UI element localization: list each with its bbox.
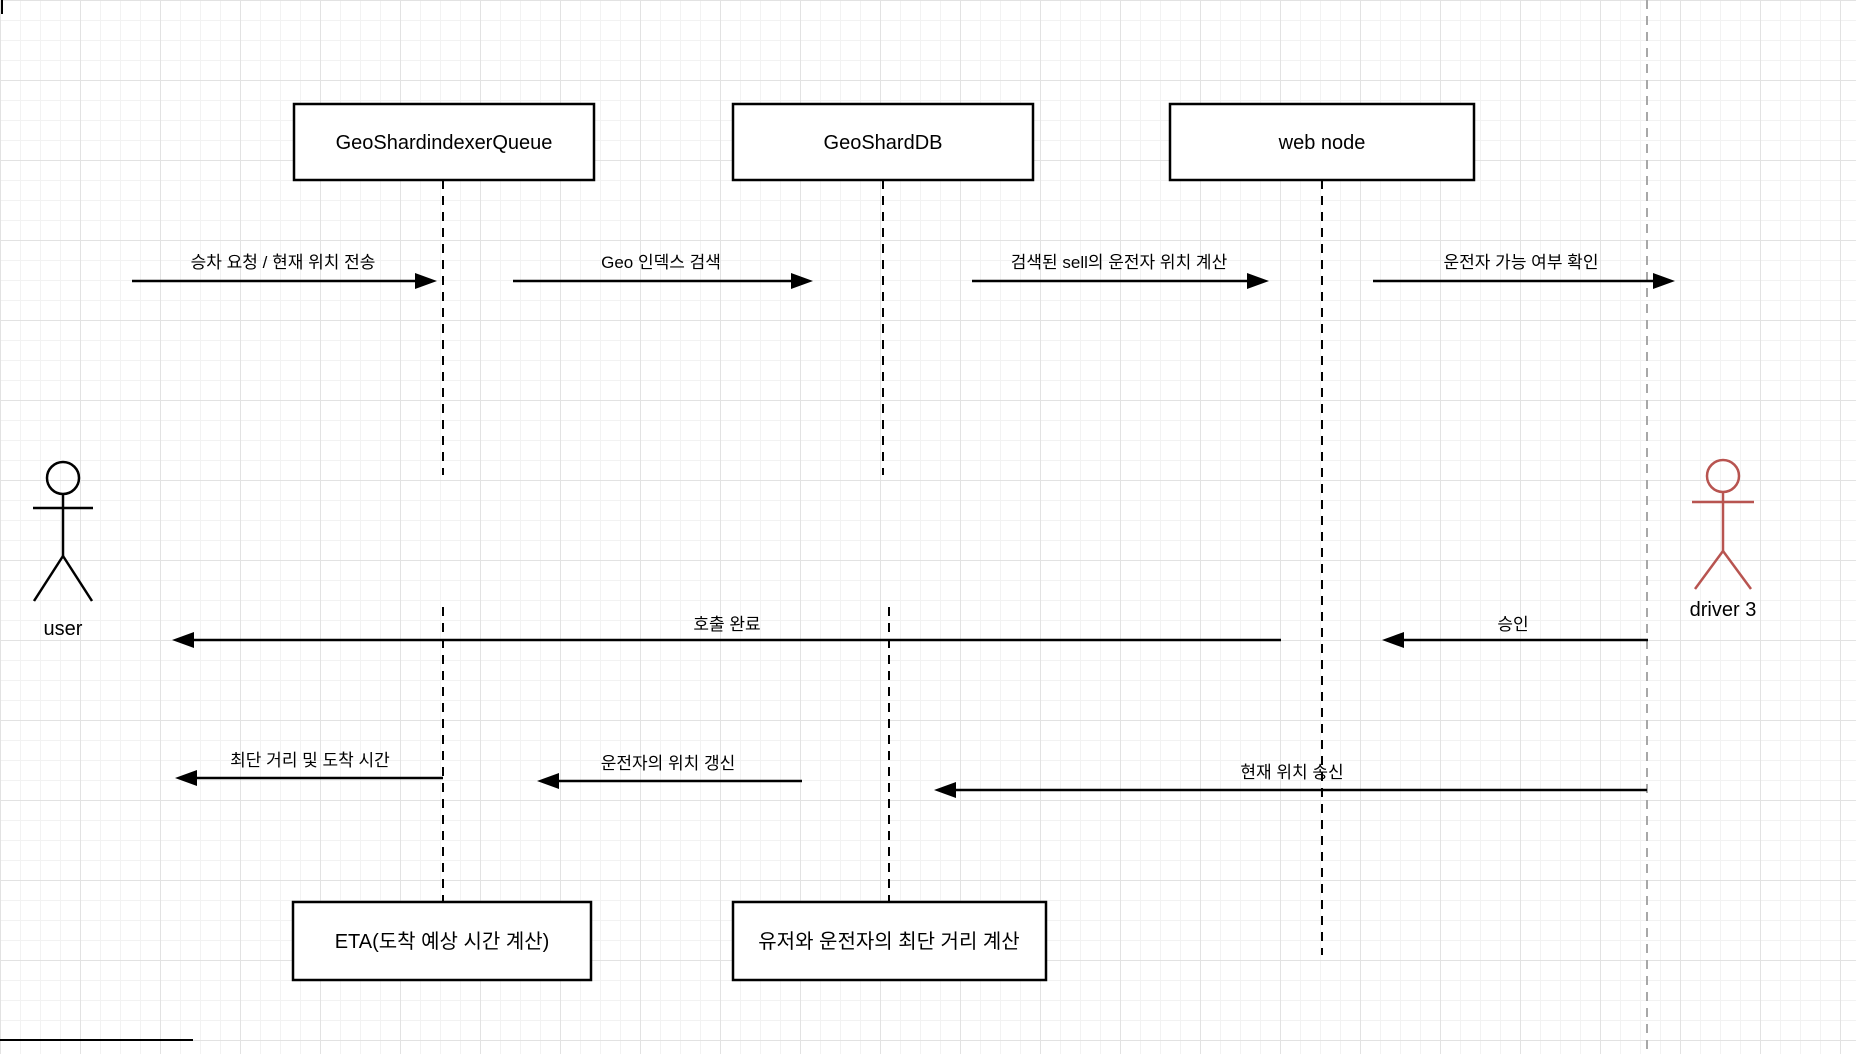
actor-driver-label: driver 3 xyxy=(1690,599,1757,621)
participant-label: GeoShardDB xyxy=(824,132,943,154)
message-arrow-shortest-distance-eta[interactable]: 최단 거리 및 도착 시간 xyxy=(175,751,443,786)
message-label: 승차 요청 / 현재 위치 전송 xyxy=(191,253,376,272)
actor-driver[interactable]: driver 3 xyxy=(1690,458,1757,621)
message-label: 운전자 가능 여부 확인 xyxy=(1444,253,1599,272)
message-label: 승인 xyxy=(1497,615,1528,634)
user-leg-left xyxy=(32,555,65,602)
message-label: 호출 완료 xyxy=(693,615,760,634)
arrowhead xyxy=(1247,273,1269,289)
driver-head xyxy=(1705,458,1741,494)
process-rect[interactable] xyxy=(291,900,593,982)
participant-rect[interactable] xyxy=(292,102,596,182)
process-rect[interactable] xyxy=(731,900,1048,982)
participant-label: web node xyxy=(1278,132,1366,154)
arrowhead xyxy=(1653,273,1675,289)
message-label: 운전자의 위치 갱신 xyxy=(601,754,736,773)
arrowhead xyxy=(172,632,194,648)
message-arrow-driver-position-calc[interactable]: 검색된 sell의 운전자 위치 계산 xyxy=(972,253,1269,289)
process-label: ETA(도착 예상 시간 계산) xyxy=(335,930,550,953)
driver-leg-left xyxy=(1693,550,1725,590)
arrowhead xyxy=(175,770,197,786)
arrowhead xyxy=(791,273,813,289)
message-label: 최단 거리 및 도착 시간 xyxy=(230,751,390,770)
message-arrow-ride-request[interactable]: 승차 요청 / 현재 위치 전송 xyxy=(132,253,437,289)
message-arrow-current-location-send[interactable]: 현재 위치 송신 xyxy=(934,763,1647,798)
arrowhead xyxy=(537,773,559,789)
message-arrow-driver-availability[interactable]: 운전자 가능 여부 확인 xyxy=(1373,253,1675,289)
arrowhead xyxy=(415,273,437,289)
message-arrow-geo-index-search[interactable]: Geo 인덱스 검색 xyxy=(513,253,813,289)
user-head xyxy=(45,460,81,496)
user-leg-right xyxy=(61,555,94,602)
arrowhead xyxy=(934,782,956,798)
message-arrow-approve[interactable]: 승인 xyxy=(1382,615,1648,648)
message-arrow-call-complete[interactable]: 호출 완료 xyxy=(172,615,1281,648)
actor-user-label: user xyxy=(44,618,83,640)
process-box-shortest-distance[interactable]: 유저와 운전자의 최단 거리 계산 xyxy=(731,900,1048,982)
actor-user[interactable]: user xyxy=(32,460,94,640)
arrowhead xyxy=(1382,632,1404,648)
participant-rect[interactable] xyxy=(1168,102,1476,182)
message-arrow-driver-location-update[interactable]: 운전자의 위치 갱신 xyxy=(537,754,802,789)
participant-box-geosharddb[interactable]: GeoShardDB xyxy=(731,102,1035,182)
message-label: 검색된 sell의 운전자 위치 계산 xyxy=(1011,253,1228,272)
process-label: 유저와 운전자의 최단 거리 계산 xyxy=(758,930,1019,953)
participant-label: GeoShardindexerQueue xyxy=(336,132,553,154)
message-label: Geo 인덱스 검색 xyxy=(601,253,721,272)
participant-box-webnode[interactable]: web node xyxy=(1168,102,1476,182)
participant-rect[interactable] xyxy=(731,102,1035,182)
process-box-eta[interactable]: ETA(도착 예상 시간 계산) xyxy=(291,900,593,982)
driver-leg-right xyxy=(1721,550,1753,590)
message-label: 현재 위치 송신 xyxy=(1240,763,1343,782)
participant-box-geoshardindexerqueue[interactable]: GeoShardindexerQueue xyxy=(292,102,596,182)
